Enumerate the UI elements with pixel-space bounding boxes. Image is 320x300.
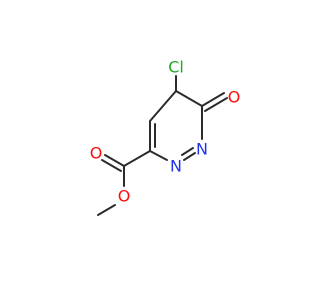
bond-c3-cester — [123, 150, 151, 167]
bond-oester-methyl — [97, 204, 116, 216]
carbonyl-oxygen-label: O — [90, 144, 103, 163]
ester-oxygen-label: O — [118, 187, 131, 206]
molecule-structure: Cl O N N O O — [90, 58, 241, 216]
bond-n1-n2-b — [181, 147, 194, 156]
bond-cester-o-b — [101, 159, 122, 172]
bond-c4-c5 — [149, 90, 177, 122]
bond-c5-c6 — [175, 90, 203, 107]
bond-n2-c3 — [149, 150, 168, 161]
bonds — [97, 75, 228, 216]
ring-nitrogen-2-label: N — [170, 157, 182, 176]
bond-n1-n2-a — [183, 152, 196, 161]
bond-cester-o-a — [104, 154, 125, 167]
bond-c6-o-b — [204, 97, 228, 112]
ketone-oxygen-label: O — [228, 88, 241, 107]
chlorine-label: Cl — [168, 58, 184, 77]
atom-labels: Cl O N N O O — [90, 58, 241, 206]
ring-nitrogen-1-label: N — [196, 140, 208, 159]
bond-c6-o-a — [201, 92, 225, 107]
